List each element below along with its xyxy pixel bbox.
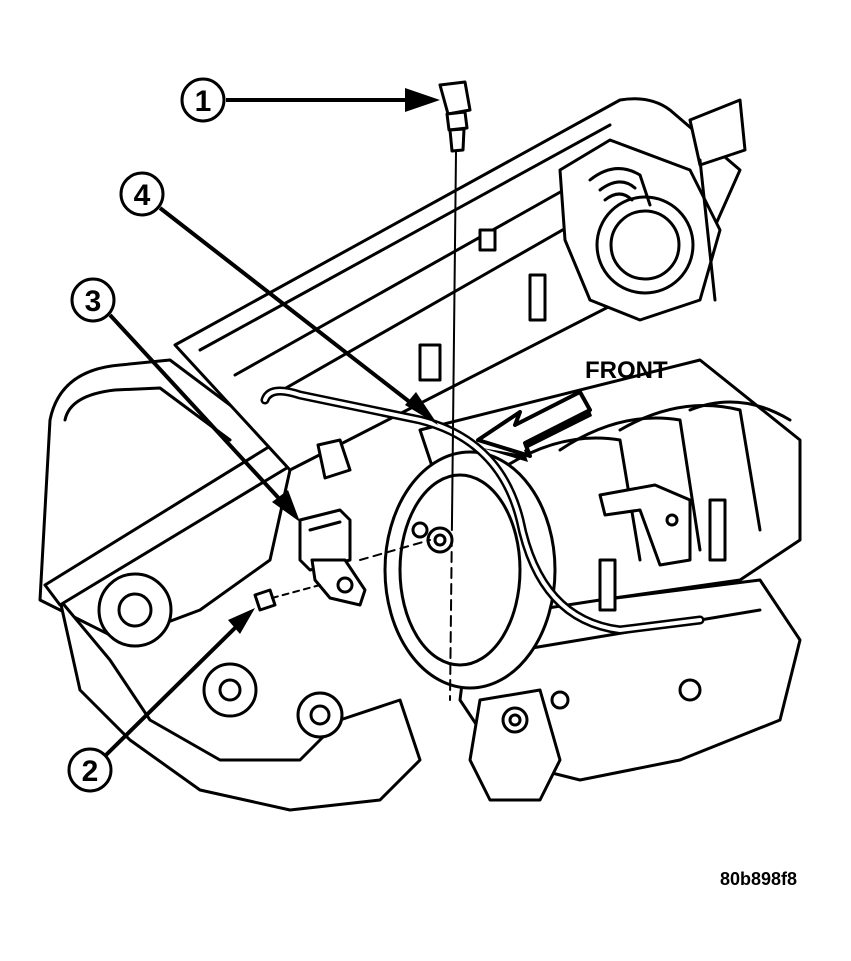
callout-3-leader [108,313,287,507]
temp-sensor-install-line [451,151,457,521]
sensor-mounting-bolt [253,584,321,612]
sensor-connector [316,438,352,480]
callout-4-leader [158,206,422,412]
callout-1-arrowhead-icon [405,88,440,112]
engine-block-left [58,598,422,812]
front-arrow-icon [476,390,592,458]
coolant-temp-sensor [438,80,472,153]
front-direction: FRONT [476,357,668,462]
runner-bracket [598,483,692,567]
temp-sensor-install-line-lower [449,519,453,701]
figure-code: 80b898f8 [720,869,797,889]
callouts: 1 4 3 2 [67,77,440,793]
callout-1-label: 1 [195,85,212,118]
callout-1-circle [180,77,226,123]
callout-1: 1 [180,77,440,123]
callout-2-circle [67,747,113,793]
callout-2-leader [104,623,240,757]
front-label: FRONT [585,357,668,384]
callout-3: 3 [70,277,300,522]
studs [418,228,727,612]
callout-3-arrowhead-icon [272,490,300,522]
callout-4: 4 [119,171,438,425]
throttle-linkage [688,98,747,167]
callout-4-arrowhead-icon [405,392,438,425]
sensor-alignment-line [359,539,431,561]
callout-2: 2 [67,608,255,793]
cam-position-sensor [298,508,367,607]
callout-3-circle [70,277,116,323]
valve-cover-left-inner [63,386,232,442]
callout-2-label: 2 [82,755,99,788]
wiring-hose-inner [263,389,702,632]
callout-2-arrowhead-icon [228,608,255,634]
callout-4-label: 4 [134,179,151,212]
callout-4-circle [119,171,165,217]
lower-mount [468,688,562,802]
callout-3-label: 3 [85,285,102,318]
